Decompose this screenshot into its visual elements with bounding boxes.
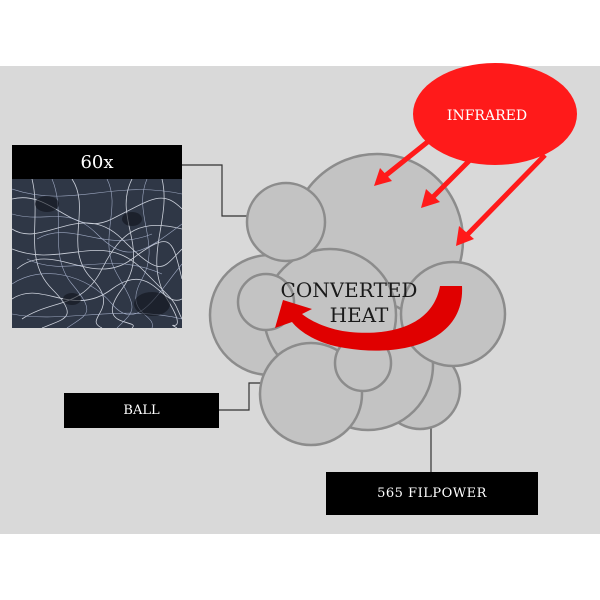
converted-label-line1: CONVERTED: [281, 278, 418, 302]
converted-heat-arrow: [275, 286, 463, 351]
infrared-source: [413, 63, 577, 165]
infrared-label: INFRARED: [447, 108, 527, 124]
feather-fiber-micrograph: [12, 179, 182, 328]
infrared-rays: [374, 138, 547, 246]
ray-arrow-3: [456, 153, 547, 246]
ray-arrow-1: [374, 138, 432, 186]
cluster-ball-small-top: [245, 181, 327, 263]
converted-label-line2: HEAT: [330, 303, 389, 327]
fill-power-label: 565 FILPOWER: [326, 472, 538, 515]
ball-label: BALL: [64, 393, 219, 428]
ray-arrow-2: [421, 158, 472, 208]
magnification-label: 60x: [12, 145, 182, 179]
connector-60x: [182, 164, 264, 217]
